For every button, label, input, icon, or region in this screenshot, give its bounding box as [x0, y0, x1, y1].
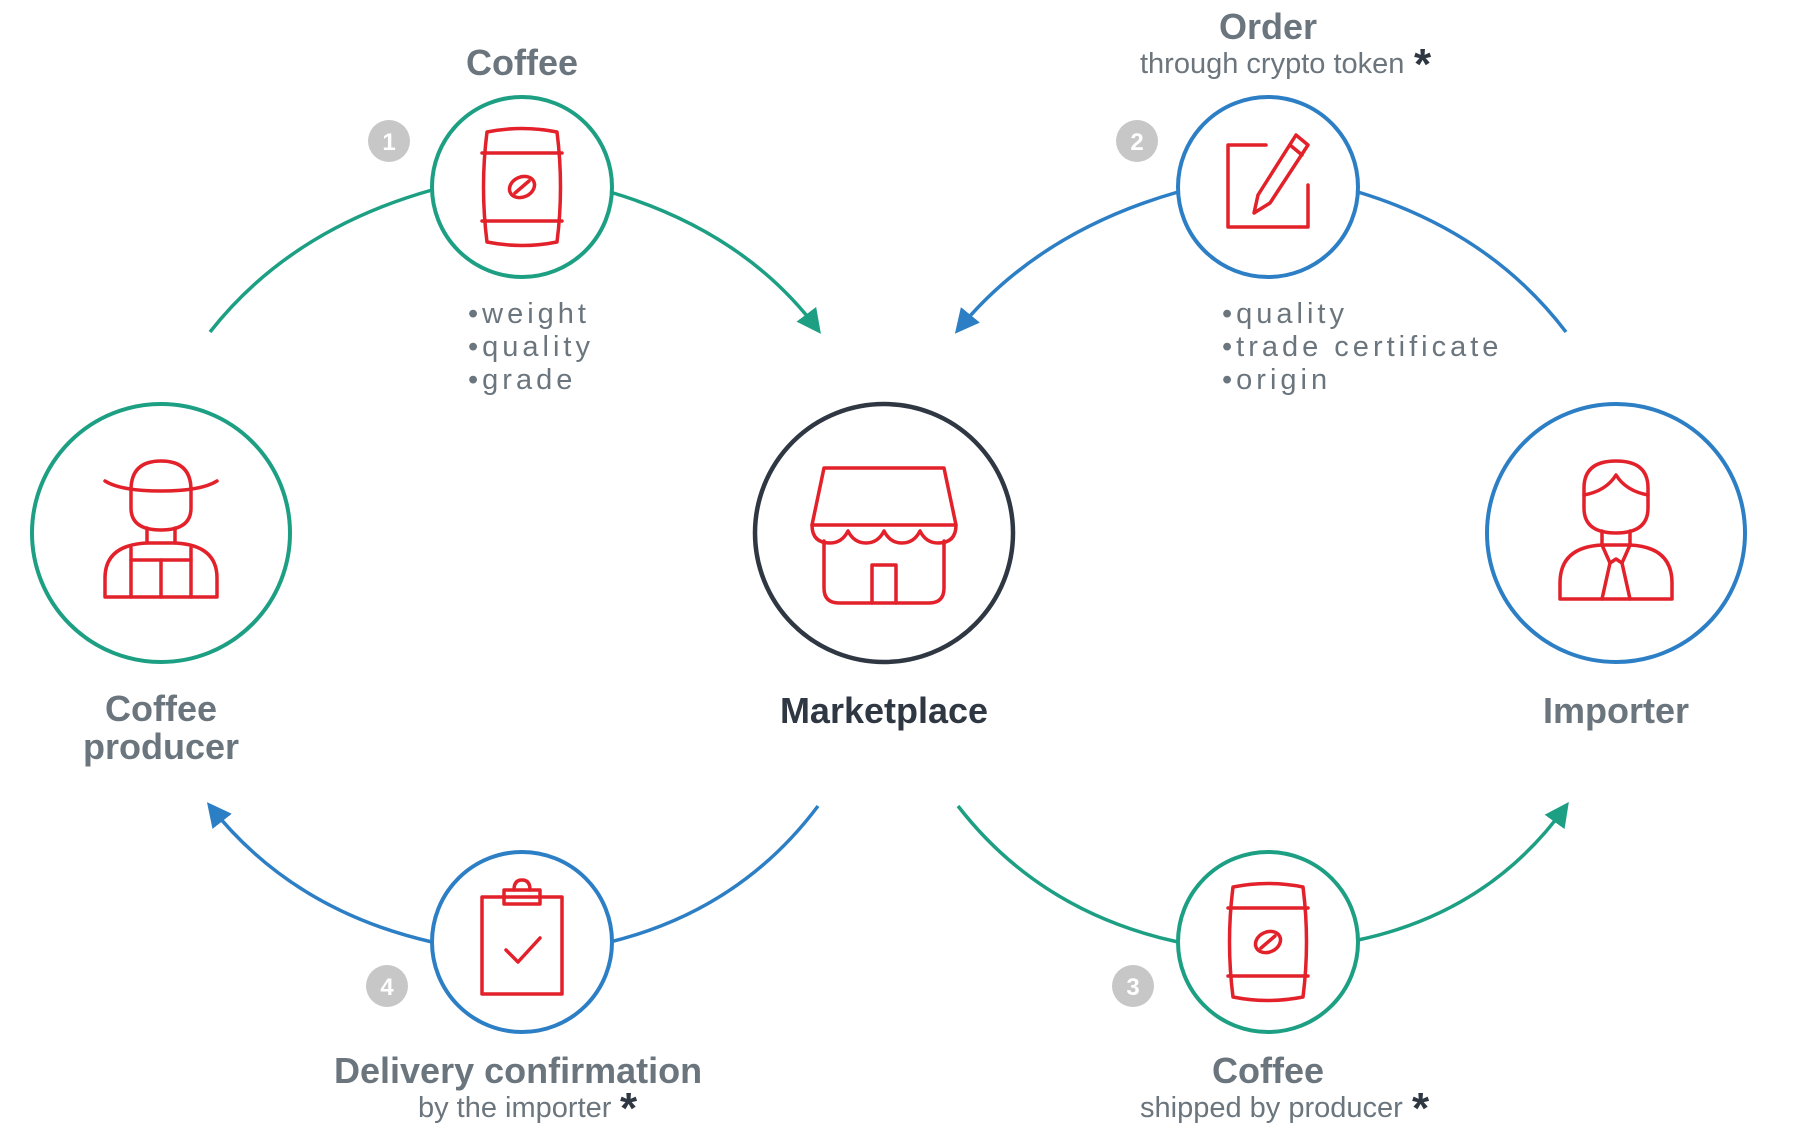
- businessman-icon: [1558, 459, 1674, 601]
- step4-circle: [430, 850, 614, 1034]
- arc-step3-left: [956, 804, 1179, 944]
- bullet-item: •quality: [468, 331, 594, 363]
- step1-title: Coffee: [465, 42, 578, 83]
- step1-badge: 1: [368, 120, 410, 162]
- arc-step2-right: [1357, 190, 1568, 334]
- step2-circle: [1176, 95, 1360, 279]
- bullet-item: •grade: [468, 364, 577, 396]
- coffee-bag-icon: [480, 126, 564, 248]
- step2-badge: 2: [1116, 120, 1158, 162]
- svg-text:1: 1: [382, 129, 395, 156]
- bullet-item: •quality: [1222, 298, 1348, 330]
- step2-title: Order: [1218, 6, 1318, 47]
- marketplace-label: Marketplace: [779, 690, 989, 731]
- producer-label: Coffee producer: [61, 690, 261, 766]
- producer-label-line2: producer: [82, 726, 240, 767]
- storefront-icon: [810, 466, 958, 605]
- edit-document-icon: [1226, 133, 1310, 229]
- coffee-bag-icon: [1226, 881, 1310, 1003]
- arc-step1-right: [609, 190, 821, 334]
- arc-step4-left: [206, 802, 433, 944]
- arc-step1-left: [208, 188, 433, 334]
- step3-subtitle: shipped by producer: [1140, 1092, 1403, 1124]
- arc-step3-right: [1357, 802, 1569, 942]
- svg-text:2: 2: [1130, 129, 1143, 156]
- bullet-item: •weight: [468, 298, 590, 330]
- asterisk-marker: *: [1414, 40, 1432, 89]
- producer-circle: [30, 402, 292, 664]
- asterisk-marker: *: [620, 1084, 638, 1133]
- step4-subtitle: by the importer: [418, 1092, 612, 1124]
- step3-title: Coffee: [1211, 1050, 1324, 1091]
- svg-text:4: 4: [380, 974, 394, 1001]
- bullet-item: •origin: [1222, 364, 1332, 396]
- step1-bullets: •weight •quality •grade: [468, 298, 594, 397]
- clipboard-check-icon: [480, 878, 564, 996]
- asterisk-marker: *: [1412, 1084, 1430, 1133]
- importer-label: Importer: [1542, 690, 1690, 731]
- step3-badge: 3: [1112, 965, 1154, 1007]
- svg-text:3: 3: [1126, 974, 1139, 1001]
- farmer-icon: [103, 459, 219, 599]
- step4-title: Delivery confirmation: [334, 1050, 703, 1091]
- arc-step4-right: [609, 804, 820, 944]
- producer-label-line1: Coffee: [104, 688, 217, 729]
- step2-bullets: •quality •trade certificate •origin: [1222, 298, 1502, 397]
- arc-step2-left: [954, 190, 1179, 334]
- step4-badge: 4: [366, 965, 408, 1007]
- step2-subtitle: through crypto token: [1140, 48, 1405, 80]
- bullet-item: •trade certificate: [1222, 331, 1503, 363]
